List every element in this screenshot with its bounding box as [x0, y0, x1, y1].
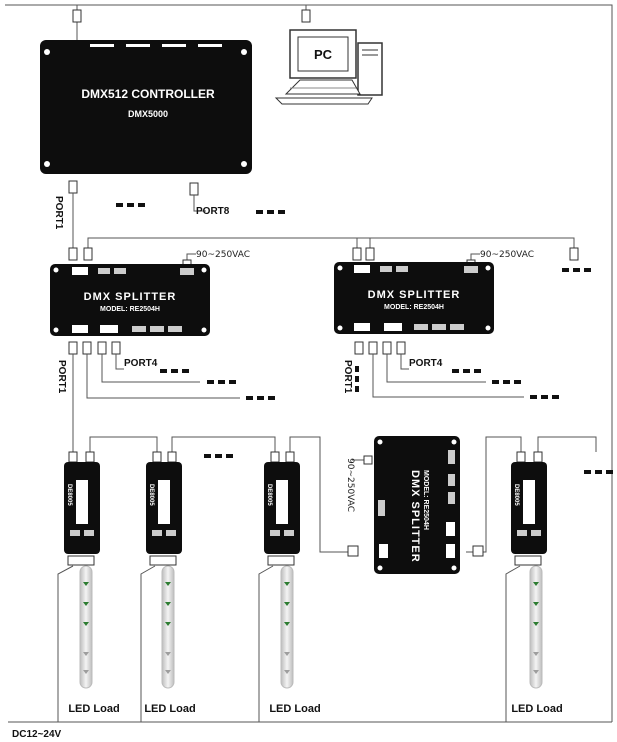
- more-splitters-dashes: [562, 268, 591, 272]
- decoder-chain-wire: [537, 436, 597, 452]
- rj45-plug-icon: [396, 341, 406, 355]
- more-outputs-dashes: [355, 366, 559, 399]
- rj45-plug-icon: [83, 247, 93, 261]
- splitter2-model: MODEL: RE2504H: [384, 304, 444, 311]
- controller-model: DMX5000: [128, 109, 168, 119]
- decoder3-model: DE8005: [266, 484, 272, 506]
- splitter1-port3-wire: [101, 354, 200, 383]
- rj45-plug-icon: [72, 9, 82, 23]
- decoder-chain-wire: [289, 436, 352, 553]
- led-load-label: LED Load: [144, 703, 195, 715]
- splitter1-power-label: 90~250VAC: [196, 250, 250, 260]
- splitter1-model: MODEL: RE2504H: [100, 306, 160, 313]
- rj45-plug-icon: [68, 247, 78, 261]
- splitter2-port4-wire: [400, 354, 409, 370]
- decoder4-model: DE8005: [513, 484, 519, 506]
- dmx-decoder-3: [264, 451, 300, 566]
- pc-link-wire: [76, 5, 307, 16]
- splitter1-port4-wire: [115, 354, 124, 370]
- led-strip-3: [280, 565, 294, 689]
- rj45-plug-icon: [382, 341, 392, 355]
- splitter2-port1-label: PORT1: [342, 360, 353, 394]
- rj45-plug-icon: [352, 247, 362, 261]
- splitter1-power-wire: [186, 253, 196, 262]
- rj45-plug-icon: [97, 341, 107, 355]
- rj45-plug-icon: [111, 341, 121, 355]
- dmx-controller: [40, 40, 252, 174]
- controller-port1-label: PORT1: [53, 196, 64, 230]
- controller-port8-label: PORT8: [196, 206, 230, 217]
- splitter1-port1-label: PORT1: [56, 360, 67, 394]
- rj45-plug-icon: [368, 341, 378, 355]
- dmx-decoder-4: [511, 451, 547, 566]
- dmx-splitter-3: [374, 436, 460, 574]
- rj45-plug-icon: [189, 182, 199, 196]
- rj45-plug-icon: [68, 180, 78, 194]
- splitter2-port2-wire: [372, 354, 524, 398]
- splitter2-port4-label: PORT4: [409, 358, 443, 369]
- splitter3-power-label: 90~250VAC: [345, 458, 355, 512]
- dmx-splitter-2: [334, 262, 494, 334]
- more-outputs-dashes: [160, 369, 275, 400]
- rj45-plug-icon: [347, 545, 359, 557]
- splitter2-power-wire: [470, 253, 480, 262]
- more-decoders-dashes: [204, 454, 613, 474]
- decoder2-model: DE8005: [148, 484, 154, 506]
- led-load-label: LED Load: [269, 703, 320, 715]
- daisy-chain-wire: [87, 237, 575, 248]
- rj45-plug-icon: [569, 247, 579, 261]
- decoder1-model: DE8005: [66, 484, 72, 506]
- power-connector-icon: [363, 455, 373, 465]
- splitter2-power-label: 90~250VAC: [480, 250, 534, 260]
- splitter3-model: MODEL: RE2504H: [422, 470, 429, 530]
- controller-title: DMX512 CONTROLLER: [81, 87, 215, 101]
- splitter1-port4-label: PORT4: [124, 358, 158, 369]
- splitter2-port3-wire: [386, 354, 486, 383]
- rj45-plug-icon: [472, 545, 484, 557]
- led-strip-2: [161, 565, 175, 689]
- power-bus-label: DC12~24V: [12, 729, 62, 740]
- pc-label: PC: [314, 47, 333, 62]
- led-strip-1: [79, 565, 93, 689]
- dmx-decoder-2: [146, 451, 182, 566]
- rj45-plug-icon: [68, 341, 78, 355]
- decoder-chain-wire: [171, 436, 276, 452]
- led-load-label: LED Load: [68, 703, 119, 715]
- decoder-chain-wire: [89, 436, 158, 452]
- rj45-plug-icon: [301, 9, 311, 23]
- rj45-plug-icon: [354, 341, 364, 355]
- dmx-decoder-1: [64, 451, 100, 566]
- led-load-label: LED Load: [511, 703, 562, 715]
- power-feed-wire: [57, 565, 521, 722]
- rj45-plug-icon: [365, 247, 375, 261]
- splitter1-title: DMX SPLITTER: [84, 291, 177, 303]
- splitter2-title: DMX SPLITTER: [368, 289, 461, 301]
- rj45-plug-icon: [82, 341, 92, 355]
- pc-icon: [274, 29, 383, 105]
- more-ports-dashes: [116, 203, 285, 214]
- splitter3-title: DMX SPLITTER: [409, 470, 421, 563]
- led-strip-4: [529, 565, 543, 689]
- dmx-splitter-1: [50, 264, 210, 336]
- port8-wire: [193, 195, 206, 212]
- splitter1-port2-wire: [86, 354, 240, 399]
- frame-line: [5, 4, 613, 722]
